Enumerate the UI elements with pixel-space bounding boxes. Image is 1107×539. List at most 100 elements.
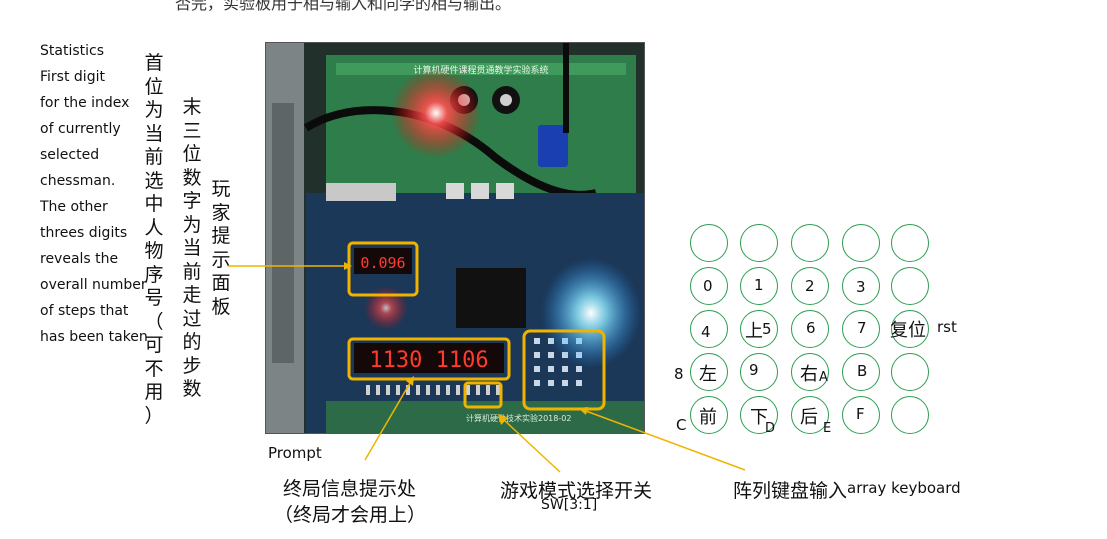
vertical-char: 物 bbox=[144, 240, 164, 262]
statistics-line: overall number bbox=[40, 277, 147, 293]
end-info-note: （终局才会用上） bbox=[274, 504, 427, 526]
statistics-line: First digit bbox=[40, 69, 105, 85]
keypad-circle bbox=[791, 310, 829, 348]
key-label-7: 7 bbox=[857, 319, 867, 337]
vertical-char: 玩 bbox=[211, 178, 231, 200]
switch-label: 游戏模式选择开关 bbox=[500, 480, 653, 502]
keypad-circle bbox=[891, 310, 929, 348]
vertical-char: 家 bbox=[211, 201, 231, 224]
highlight-keypad bbox=[522, 329, 606, 411]
board-top-panel bbox=[326, 55, 636, 195]
statistics-line: chessman. bbox=[40, 173, 116, 189]
keypad-circle bbox=[740, 267, 778, 305]
key-label-2: 2 bbox=[805, 277, 815, 295]
statistics-line: of steps that bbox=[40, 303, 129, 319]
prompt-label: Prompt bbox=[268, 444, 322, 462]
fpga-chip bbox=[456, 268, 526, 328]
keypad-circle bbox=[891, 353, 929, 391]
vertical-char: 位 bbox=[182, 143, 202, 165]
keyboard-label-en: array keyboard bbox=[847, 479, 961, 497]
vertical-char: 前 bbox=[182, 260, 202, 283]
keypad-circle bbox=[891, 224, 929, 262]
vertical-char: 中 bbox=[144, 193, 164, 215]
switch-code: SW[3:1] bbox=[541, 497, 598, 513]
keypad-circle bbox=[690, 396, 728, 434]
statistics-line: threes digits bbox=[40, 225, 128, 241]
vertical-char: 前 bbox=[144, 146, 164, 168]
highlight-main-display bbox=[347, 337, 511, 381]
key-label-up: 上 bbox=[745, 321, 763, 342]
vertical-text-index: 首位为当前选中人物序号（可不用） bbox=[143, 52, 165, 428]
vertical-char: 可 bbox=[144, 334, 164, 356]
statistics-line: has been taken bbox=[40, 329, 148, 345]
vertical-char: 位 bbox=[144, 75, 164, 98]
vertical-char: 用 bbox=[144, 381, 164, 403]
vertical-char: 步 bbox=[182, 354, 202, 377]
vertical-char: 当 bbox=[182, 237, 202, 259]
key-label-c: C bbox=[676, 416, 687, 434]
key-label-reset: 复位 bbox=[890, 320, 926, 341]
vertical-char: 序 bbox=[144, 263, 164, 286]
key-label-4: 4 bbox=[701, 323, 711, 341]
vertical-char: 提 bbox=[211, 225, 231, 247]
key-label-back: 后 bbox=[800, 407, 818, 428]
board-footer-text: 计算机硬件技术实验2018-02 bbox=[466, 413, 571, 423]
vertical-text-panel: 玩家提示面板 bbox=[210, 178, 232, 319]
keypad-circle bbox=[791, 267, 829, 305]
statistics-line: selected bbox=[40, 147, 100, 163]
keypad-circle bbox=[740, 310, 778, 348]
key-label-rst: rst bbox=[937, 318, 957, 336]
vertical-char: 示 bbox=[211, 248, 231, 271]
keypad-circle bbox=[891, 267, 929, 305]
key-label-0: 0 bbox=[703, 277, 713, 295]
keypad-circle bbox=[891, 396, 929, 434]
key-label-3: 3 bbox=[856, 278, 866, 296]
vertical-char: 的 bbox=[182, 331, 202, 353]
keypad-circle bbox=[842, 310, 880, 348]
keypad-circle bbox=[791, 396, 829, 434]
statistics-line: reveals the bbox=[40, 251, 119, 267]
vertical-text-steps: 末三位数字为当前走过的步数 bbox=[181, 96, 203, 402]
keypad-circle bbox=[690, 267, 728, 305]
key-label-left: 左 bbox=[699, 364, 717, 385]
key-label-e: E bbox=[823, 421, 832, 436]
key-label-down: 下 bbox=[750, 407, 768, 428]
statistics-line: Statistics bbox=[40, 43, 104, 59]
statistics-line: for the index bbox=[40, 95, 130, 111]
keyboard-label: 阵列键盘输入 bbox=[733, 480, 848, 502]
vertical-char: 当 bbox=[144, 122, 164, 145]
keypad-circle bbox=[842, 353, 880, 391]
key-label-8: 8 bbox=[674, 365, 684, 383]
top-text-fragment: 否完，实验板用于相与输入和同学的相与输出。 bbox=[175, 0, 512, 13]
statistics-line: The other bbox=[40, 199, 108, 215]
keypad-circle bbox=[842, 396, 880, 434]
key-label-b: B bbox=[857, 362, 868, 380]
key-label-1: 1 bbox=[754, 276, 764, 294]
vertical-char: 号 bbox=[144, 287, 164, 309]
keypad-circle bbox=[740, 353, 778, 391]
vertical-char: 不 bbox=[144, 357, 164, 380]
key-label-front: 前 bbox=[699, 407, 717, 428]
vertical-char: ） bbox=[144, 404, 164, 427]
key-label-5: 5 bbox=[762, 320, 772, 338]
vertical-char: 人 bbox=[144, 216, 164, 239]
keypad-circle bbox=[690, 353, 728, 391]
key-label-right: 右 bbox=[800, 364, 818, 385]
vertical-char: 走 bbox=[182, 284, 202, 306]
vertical-char: （ bbox=[144, 310, 164, 333]
vertical-char: 数 bbox=[182, 166, 202, 189]
keypad-circle bbox=[842, 267, 880, 305]
keypad-circle bbox=[740, 224, 778, 262]
statistics-line: of currently bbox=[40, 121, 121, 137]
keypad-circle bbox=[690, 310, 728, 348]
keypad-circle bbox=[842, 224, 880, 262]
vertical-char: 三 bbox=[182, 119, 202, 142]
key-label-d: D bbox=[765, 421, 776, 436]
highlight-small-display bbox=[347, 241, 419, 297]
main-seven-segment-display: 1130 1106 bbox=[369, 348, 488, 373]
vertical-char: 选 bbox=[144, 169, 164, 192]
vertical-char: 数 bbox=[182, 378, 202, 400]
vertical-char: 面 bbox=[211, 272, 231, 294]
